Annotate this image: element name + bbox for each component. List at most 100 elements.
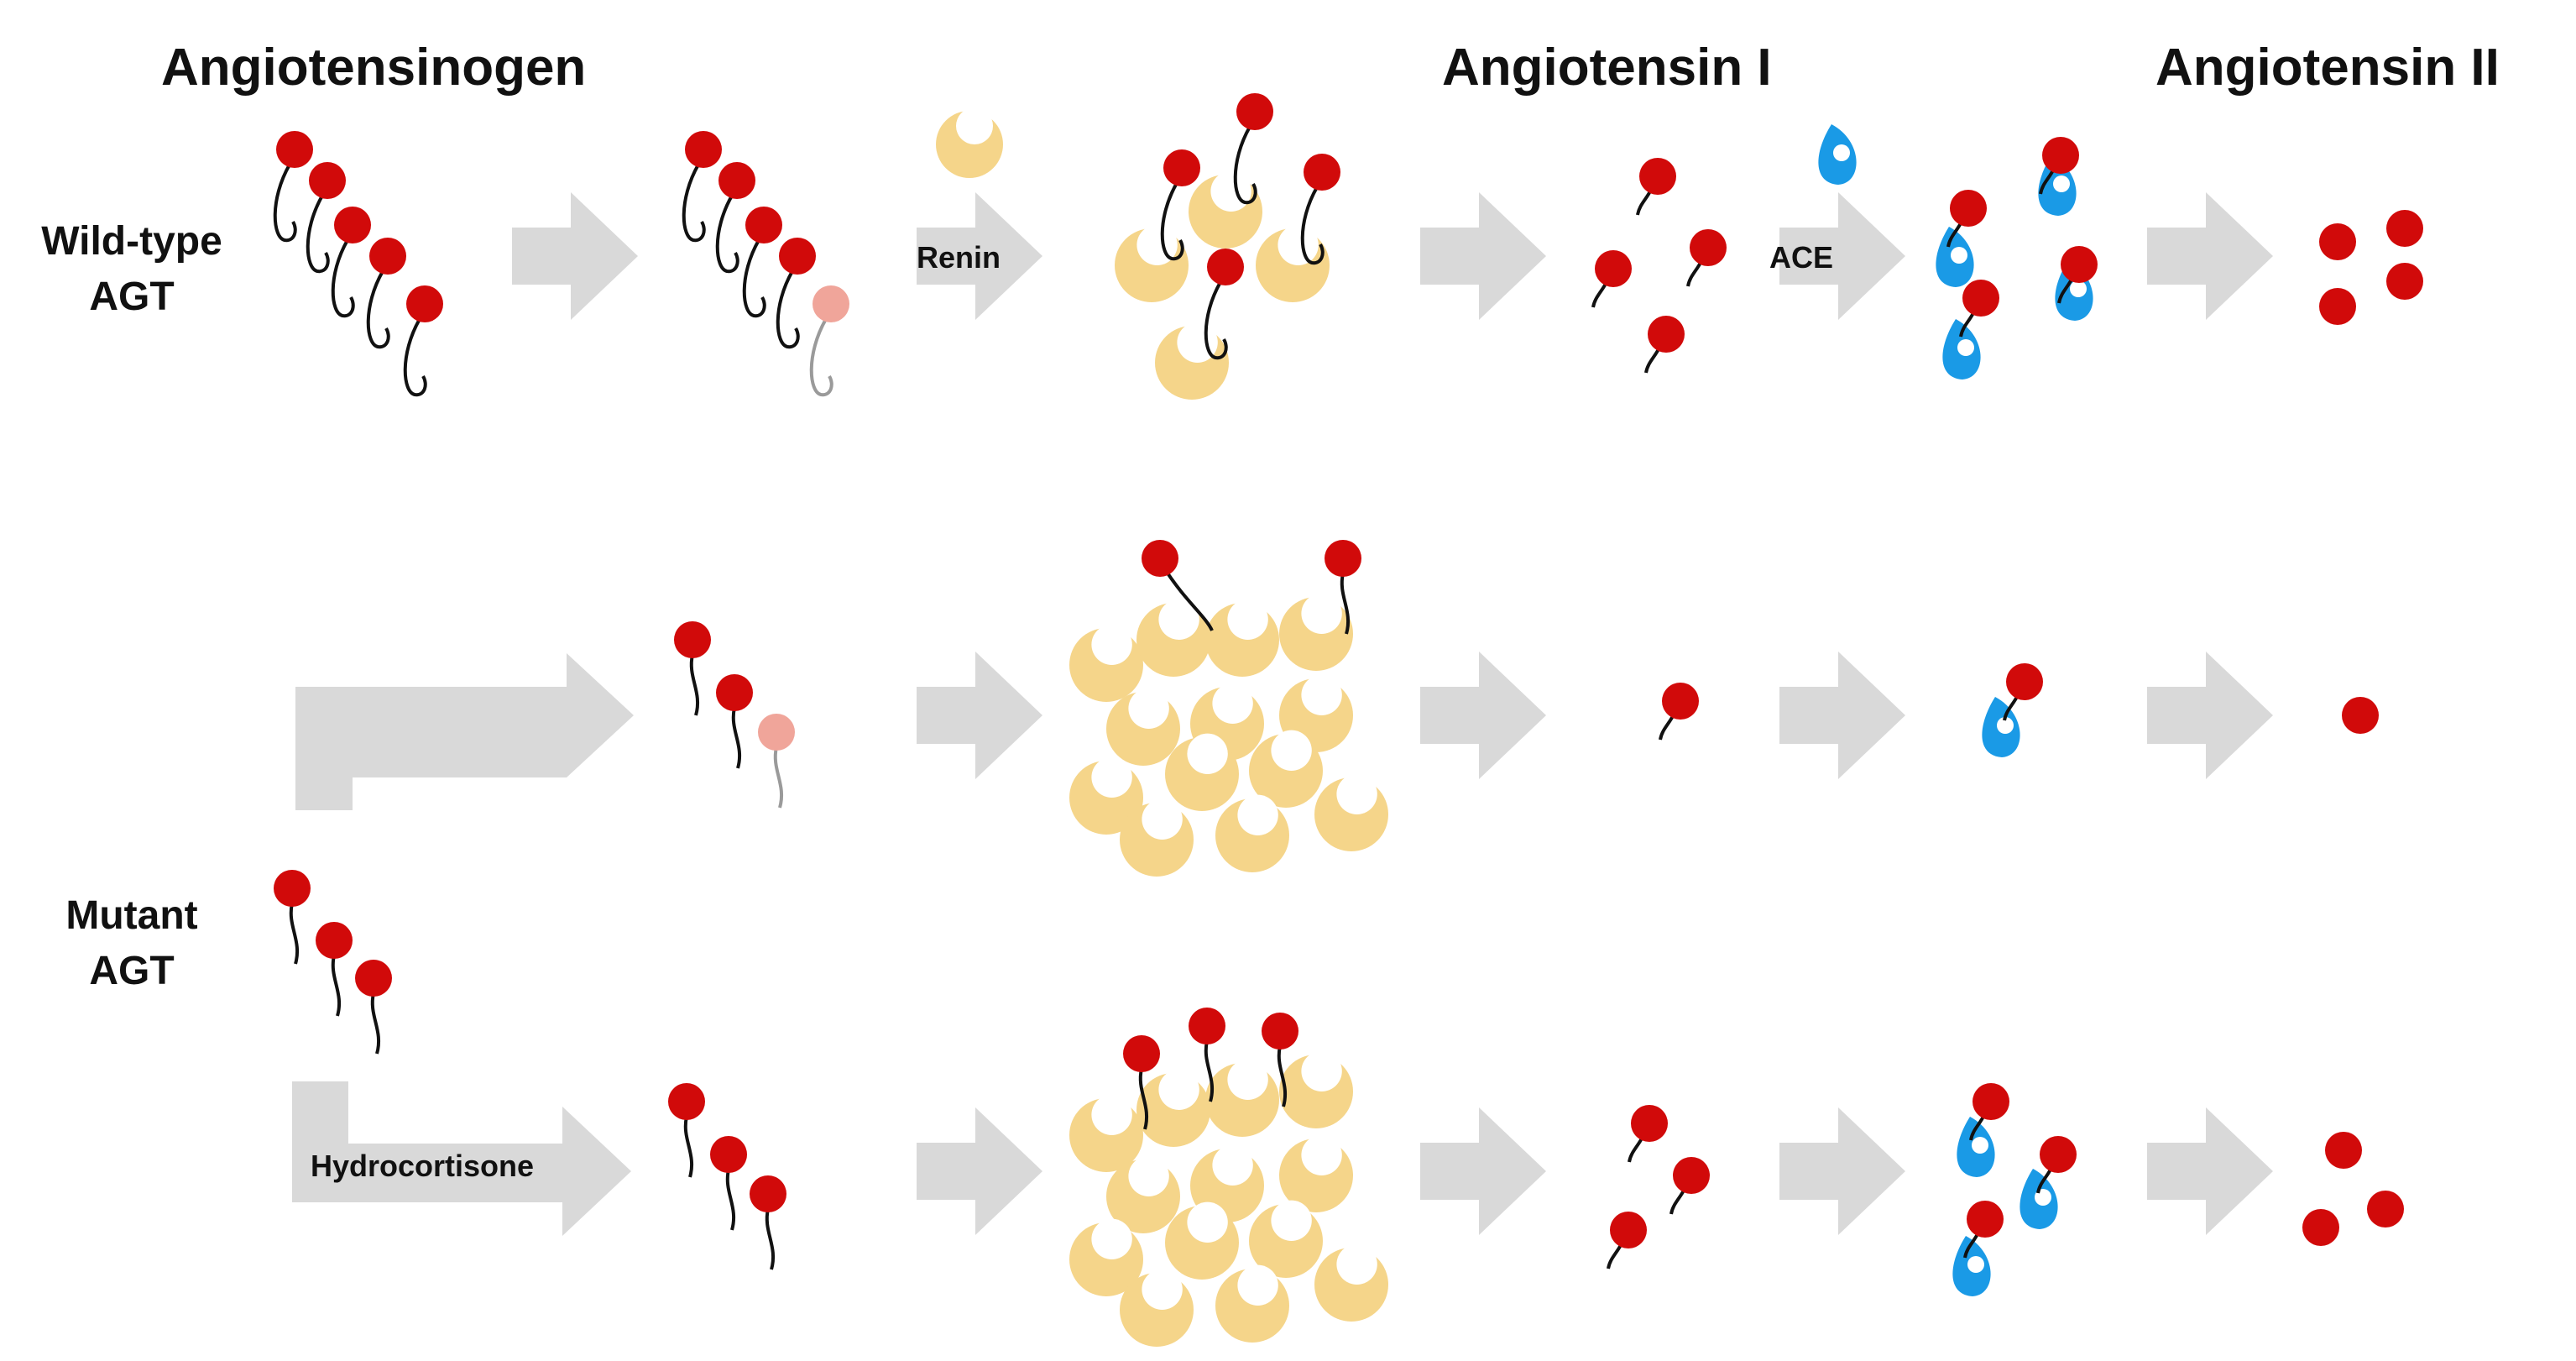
angiotensin-i-peptide: [1669, 1157, 1710, 1215]
bent-arrow-upper: [295, 687, 567, 810]
process-arrow: [917, 192, 1042, 320]
wild-type-agt-peptide: [742, 207, 782, 318]
process-arrow: [1420, 652, 1546, 779]
angiotensin-i-peptide: [1644, 316, 1685, 374]
cleaved-agt-peptide: [809, 285, 849, 397]
process-arrow: [1420, 192, 1546, 320]
renin-icon: [1069, 1094, 1143, 1172]
arrow-label-renin: Renin: [917, 240, 1001, 275]
angiotensin-i-peptide: [1963, 1201, 2004, 1259]
process-arrow: [1420, 1107, 1546, 1235]
wild-type-agt-peptide: [715, 162, 755, 274]
renin-icon: [1069, 1218, 1143, 1296]
renin-icon: [1120, 1269, 1194, 1347]
angiotensin-ii-peptide: [2302, 1209, 2339, 1246]
bound-agt-peptide: [1300, 154, 1340, 265]
renin-icon: [1115, 224, 1189, 302]
process-arrow: [917, 1107, 1042, 1235]
renin-icon: [936, 107, 1003, 178]
renin-icon: [1120, 798, 1194, 877]
ace-icon: [1952, 1236, 1991, 1296]
process-arrow: [1779, 192, 1905, 320]
renin-icon: [1165, 733, 1239, 811]
mutant-agt-peptide: [274, 870, 311, 965]
angiotensin-i-peptide: [1659, 683, 1699, 741]
mutant-agt-peptide: [716, 674, 753, 769]
angiotensin-i-peptide: [1591, 250, 1632, 308]
renin-icon: [1314, 773, 1388, 851]
bound-agt-peptide: [1142, 540, 1214, 631]
renin-icon: [1155, 322, 1229, 400]
angiotensin-i-peptide: [1969, 1083, 2009, 1141]
mutant-agt-peptide: [710, 1136, 747, 1231]
renin-icon: [1205, 1059, 1279, 1137]
row-label-mutant-line1: Mutant: [65, 893, 198, 938]
angiotensin-ii-peptide: [2319, 288, 2356, 325]
bound-agt-peptide: [1233, 93, 1273, 205]
wild-type-agt-peptide: [273, 131, 313, 243]
renin-icon: [1069, 624, 1143, 702]
renin-icon: [1106, 1155, 1180, 1233]
bound-agt-peptide: [1160, 149, 1200, 261]
row-label-wild-type-line1: Wild-type: [41, 219, 222, 264]
ace-icon: [1936, 227, 1974, 287]
header-angiotensin-ii: Angiotensin II: [2155, 39, 2500, 97]
bound-agt-peptide: [1189, 1008, 1225, 1102]
process-arrow: [1779, 1107, 1905, 1235]
renin-icon: [1249, 1200, 1323, 1278]
row-label-mutant: Mutant AGT: [18, 888, 245, 999]
renin-icon: [1136, 599, 1210, 677]
mutant-agt-peptide: [674, 621, 711, 716]
renin-icon: [1205, 599, 1279, 677]
row-label-mutant-line2: AGT: [89, 949, 175, 993]
mutant-agt-peptide: [750, 1175, 786, 1270]
ace-icon: [1818, 124, 1857, 185]
wild-type-agt-peptide: [776, 238, 816, 349]
process-arrow: [512, 192, 638, 320]
angiotensin-i-peptide: [1607, 1212, 1647, 1269]
process-arrow: [2147, 192, 2273, 320]
arrow-label-ace: ACE: [1769, 240, 1834, 275]
wild-type-agt-peptide: [366, 238, 406, 349]
wild-type-agt-peptide: [331, 207, 371, 318]
process-arrow: [2147, 1107, 2273, 1235]
renin-icon: [1165, 1201, 1239, 1280]
wild-type-agt-peptide: [682, 131, 722, 243]
renin-icon: [1279, 1134, 1353, 1212]
row-label-wild-type: Wild-type AGT: [18, 214, 245, 325]
mutant-agt-peptide: [316, 922, 353, 1017]
bound-agt-peptide: [1325, 540, 1361, 635]
mutant-agt-peptide: [355, 960, 392, 1055]
angiotensin-i-peptide: [2057, 246, 2098, 304]
ace-icon: [1942, 319, 1981, 380]
arrow-label-hydrocortisone: Hydrocortisone: [311, 1149, 535, 1183]
angiotensin-ii-peptide: [2386, 263, 2423, 300]
angiotensin-i-peptide: [1636, 158, 1676, 216]
renin-icon: [1314, 1243, 1388, 1322]
process-arrow: [2147, 652, 2273, 779]
process-arrow: [917, 652, 1042, 779]
renin-icon: [1279, 1050, 1353, 1128]
angiotensin-i-peptide: [2003, 663, 2043, 721]
angiotensin-i-peptide: [1946, 190, 1987, 248]
angiotensin-i-peptide: [1628, 1105, 1668, 1163]
cleaved-agt-peptide: [758, 714, 795, 809]
wild-type-agt-peptide: [403, 285, 443, 397]
bent-arrow-hydrocortisone: [292, 1081, 631, 1236]
renin-icon: [1215, 1264, 1289, 1343]
ace-icon: [2020, 1169, 2058, 1229]
bound-agt-peptide: [1123, 1035, 1160, 1130]
angiotensin-i-peptide: [2039, 137, 2079, 195]
wild-type-agt-peptide: [306, 162, 346, 274]
renin-icon: [1189, 170, 1262, 249]
ace-icon: [1982, 697, 2020, 757]
bound-agt-peptide: [1204, 249, 1244, 360]
angiotensin-ii-peptide: [2319, 223, 2356, 260]
renin-icon: [1069, 756, 1143, 835]
renin-icon: [1279, 593, 1353, 671]
header-angiotensin-i: Angiotensin I: [1442, 39, 1772, 97]
renin-icon: [1136, 1069, 1210, 1147]
angiotensin-i-peptide: [1959, 280, 1999, 338]
angiotensin-i-peptide: [1686, 229, 1727, 287]
row-label-wild-type-line2: AGT: [89, 275, 175, 319]
